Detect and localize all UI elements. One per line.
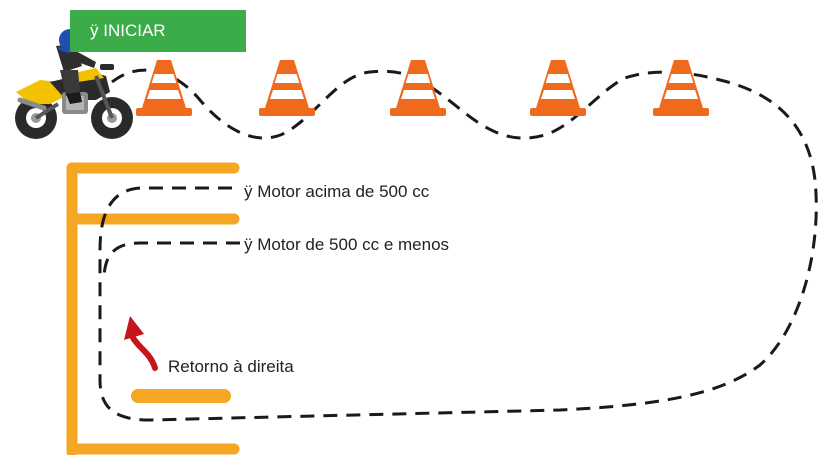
return-right-label: Retorno à direita xyxy=(168,357,294,376)
motorcycle-rider-icon xyxy=(15,29,133,139)
start-badge: ÿ INICIAR xyxy=(70,10,246,52)
traffic-cone-icon xyxy=(653,60,709,116)
start-label: ÿ INICIAR xyxy=(90,21,166,40)
u-turn-arrow-icon xyxy=(124,316,158,371)
legend-up-to-500cc: ÿ Motor de 500 cc e menos xyxy=(244,235,450,254)
cones xyxy=(136,60,709,116)
traffic-cone-icon xyxy=(390,60,446,116)
inner-path xyxy=(102,241,240,281)
legend-above-500cc: ÿ Motor acima de 500 cc xyxy=(244,182,430,201)
traffic-cone-icon xyxy=(136,60,192,116)
slalom-path xyxy=(98,68,818,422)
traffic-cone-icon xyxy=(259,60,315,116)
barrier-structure xyxy=(66,162,240,455)
traffic-cone-icon xyxy=(530,60,586,116)
